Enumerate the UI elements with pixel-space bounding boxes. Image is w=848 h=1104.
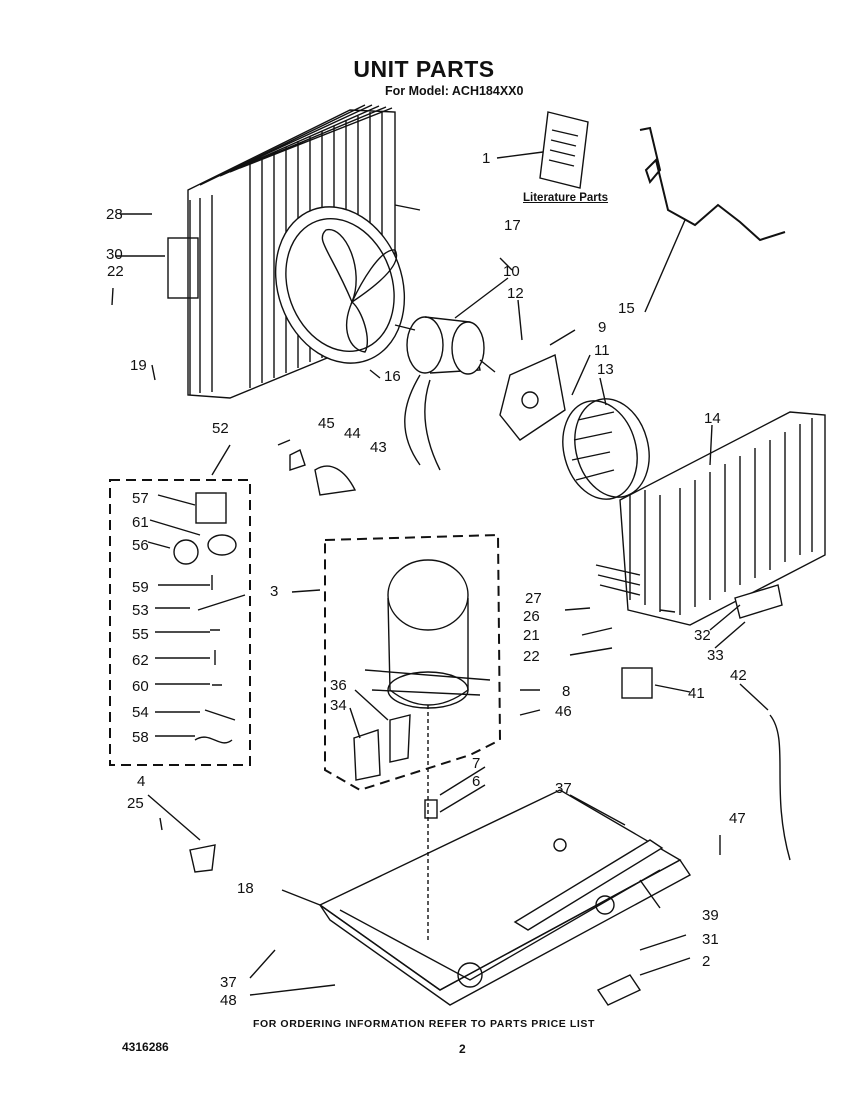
part-label: 10 [503,263,520,280]
part-label: 48 [220,992,237,1009]
part-label: 12 [507,285,524,302]
page-title: UNIT PARTS [353,56,495,82]
part-label: 3 [270,583,278,600]
motor-mount [499,353,566,441]
part-label: 47 [729,810,746,827]
part-label: 22 [107,263,124,280]
part-label: 15 [618,300,635,317]
part-label: 11 [594,342,610,359]
part-label: 56 [132,537,149,554]
part-label: 36 [330,677,347,694]
part-label: 28 [106,206,123,223]
compressor [364,559,491,709]
part-label: 59 [132,579,149,596]
blower-wheel [562,398,650,500]
part-label: 26 [523,608,540,625]
wire-bracket [639,126,786,242]
control-box-outline [109,479,251,766]
part-label: 2 [702,953,710,970]
fan-shroud [274,206,406,364]
part-label: 58 [132,729,149,746]
part-label: 61 [132,514,149,531]
part-label: 19 [130,357,147,374]
part-label: 13 [597,361,614,378]
part-label: 34 [330,697,347,714]
part-label: 6 [472,773,480,790]
part-label: 44 [344,425,361,442]
part-label: 8 [562,683,570,700]
part-label: 41 [688,685,705,702]
part-label: 53 [132,602,149,619]
part-label: 1 [482,150,490,167]
document-number: 4316286 [122,1040,169,1054]
part-label: 57 [132,490,149,507]
part-label: 25 [127,795,144,812]
part-label: 16 [384,368,401,385]
part-label: 31 [702,931,719,948]
part-label: 39 [702,907,719,924]
part-label: 62 [132,652,149,669]
evaporator-coil [595,411,826,626]
ordering-info-footer: FOR ORDERING INFORMATION REFER TO PARTS … [252,1018,596,1030]
fan-motor [394,316,496,471]
wood-strip [513,839,664,931]
part-label: 52 [212,420,229,437]
part-number-labels: 1 2 3 4 6 7 8 9 10 11 12 13 14 15 16 17 … [106,150,747,1009]
part-label: 27 [525,590,542,607]
part-label: 17 [504,217,521,234]
part-label: 7 [472,755,480,772]
part-label: 18 [237,880,254,897]
part-label: 4 [137,773,145,790]
part-label: 60 [132,678,149,695]
literature-parts-label: Literature Parts [523,192,609,204]
part-label: 37 [555,780,572,797]
base-pan [318,789,692,1006]
part-label: 45 [318,415,335,432]
part-label: 54 [132,704,149,721]
part-label: 33 [707,647,724,664]
part-label: 43 [370,439,387,456]
part-label: 22 [523,648,540,665]
part-label: 30 [106,246,123,263]
part-label: 14 [704,410,721,427]
page-number: 2 [459,1042,466,1056]
part-label: 42 [730,667,747,684]
model-subtitle: For Model: ACH184XX0 [385,84,524,98]
part-label: 55 [132,626,149,643]
part-label: 37 [220,974,237,991]
compressor-box-outline [324,533,502,792]
part-label: 46 [555,703,572,720]
part-label: 32 [694,627,711,644]
part-label: 9 [598,319,606,336]
part-label: 21 [523,627,540,644]
literature-booklet [539,111,589,189]
